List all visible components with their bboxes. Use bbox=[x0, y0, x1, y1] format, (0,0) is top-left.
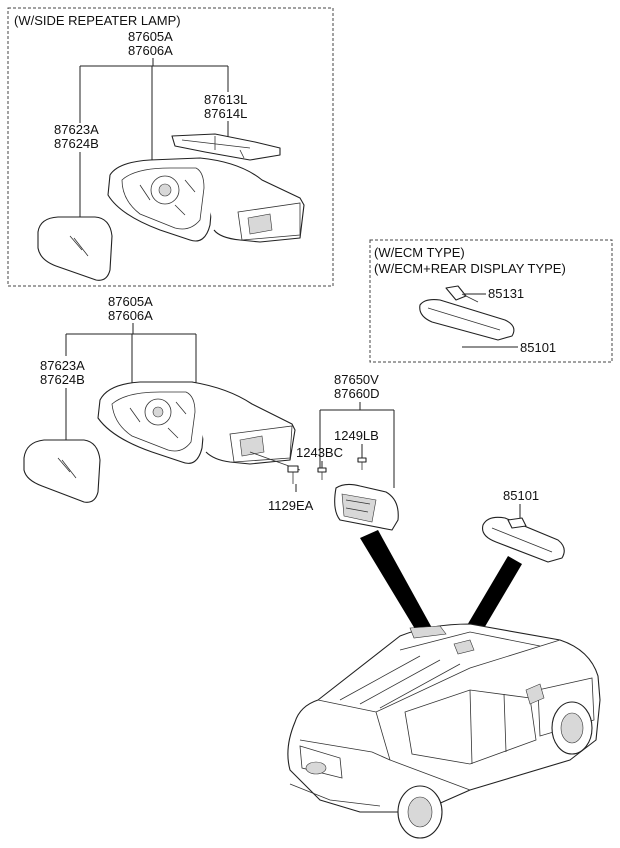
callout-87623a-top: 87623A bbox=[54, 122, 99, 137]
callout-87606a-top: 87606A bbox=[128, 43, 173, 58]
callout-85101-inside: 85101 bbox=[503, 488, 539, 503]
leader-mid-assy bbox=[65, 323, 197, 392]
ecm-group-label-1: (W/ECM TYPE) bbox=[374, 245, 465, 260]
side-repeater-group-label: (W/SIDE REPEATER LAMP) bbox=[14, 13, 181, 28]
mirror-glass-mid bbox=[23, 439, 101, 503]
leader-cover bbox=[319, 402, 395, 488]
side-repeater-lamp bbox=[171, 133, 281, 161]
bolt-1249lb bbox=[357, 457, 367, 470]
callout-87614l: 87614L bbox=[204, 106, 247, 121]
mirror-glass-top bbox=[37, 216, 113, 281]
ecm-group-box bbox=[369, 239, 613, 363]
callout-1249lb: 1249LB bbox=[334, 428, 379, 443]
mirror-cover-part bbox=[334, 483, 399, 531]
outside-mirror-body-mid bbox=[97, 381, 301, 471]
callout-87606a-mid: 87606A bbox=[108, 308, 153, 323]
callout-85131: 85131 bbox=[488, 286, 524, 301]
callout-87650v: 87650V bbox=[334, 372, 379, 387]
inside-rear-mirror bbox=[481, 516, 565, 563]
callout-1129ea: 1129EA bbox=[268, 498, 314, 513]
ecm-group-label-2: (W/ECM+REAR DISPLAY TYPE) bbox=[374, 261, 566, 276]
vehicle-illustration bbox=[287, 623, 601, 839]
callout-1243bc: 1243BC bbox=[296, 445, 343, 460]
pointer-beam-outside-mirror bbox=[360, 530, 432, 634]
bolt-1129ea bbox=[287, 465, 299, 484]
callout-87624b-mid: 87624B bbox=[40, 372, 85, 387]
callout-87605a-mid: 87605A bbox=[108, 294, 153, 309]
callout-87613l: 87613L bbox=[204, 92, 247, 107]
side-repeater-group-box bbox=[7, 7, 334, 287]
callout-87605a-top: 87605A bbox=[128, 29, 173, 44]
bolt-1243bc bbox=[317, 467, 327, 480]
ecm-inside-mirror bbox=[419, 299, 515, 341]
callout-87660d: 87660D bbox=[334, 386, 380, 401]
callout-87623a-mid: 87623A bbox=[40, 358, 85, 373]
ecm-mount-clip bbox=[445, 285, 479, 303]
callout-85101-ecm: 85101 bbox=[520, 340, 556, 355]
callout-87624b-top: 87624B bbox=[54, 136, 99, 151]
outside-mirror-body-top bbox=[107, 157, 305, 243]
leader-top-assy bbox=[79, 58, 229, 160]
